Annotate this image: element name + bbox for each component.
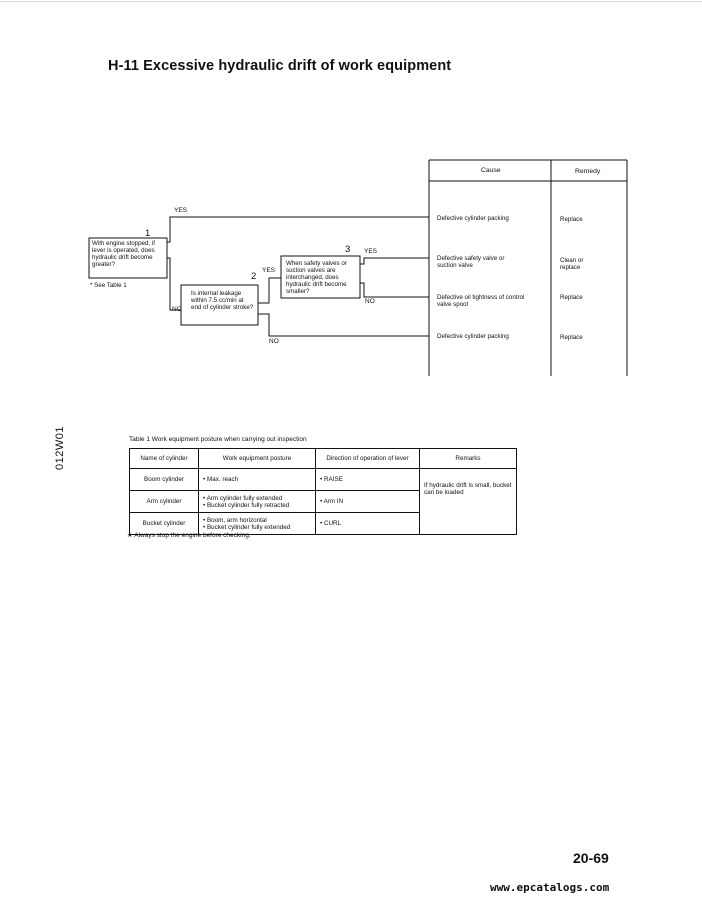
direction-cell: • CURL (315, 512, 420, 535)
direction-cell: • Arm IN (315, 490, 420, 513)
table-row: Bucket cylinder • Boom, arm horizontal •… (129, 512, 517, 535)
side-code: 012W01 (54, 426, 66, 470)
remedy-header: Remedy (575, 168, 601, 175)
table-header-row: Name of cylinder Work equipment posture … (129, 448, 517, 469)
posture-cell: • Max. reach (198, 468, 316, 491)
question-3-number: 3 (345, 244, 351, 255)
remarks-cell: If hydraulic drift is small, bucket can … (419, 468, 517, 535)
question-2-number: 2 (251, 271, 257, 282)
header-cylinder: Name of cylinder (129, 448, 199, 469)
cause-row-1: Defective cylinder packing (437, 215, 509, 222)
table-caption: Table 1 Work equipment posture when carr… (129, 436, 307, 443)
question-1-text: With engine stopped, if lever is operate… (92, 240, 155, 268)
cause-row-3: Defective oil tightness of control valve… (437, 294, 525, 308)
q2-yes-label: YES (262, 267, 276, 274)
posture-line: • Bucket cylinder fully extended (203, 523, 291, 531)
page-title: H-11 Excessive hydraulic drift of work e… (108, 58, 452, 74)
safety-note: ★ Always stop the engine before checking… (127, 532, 251, 539)
question-1-note: * See Table 1 (90, 282, 127, 289)
cause-row-2: Defective safety valve or suction valve (437, 255, 505, 269)
posture-line: • Max. reach (203, 476, 239, 483)
cylinder-name: Arm cylinder (129, 490, 199, 513)
remedy-row-3: Replace (560, 294, 583, 301)
cause-header: Cause (481, 167, 501, 174)
posture-line: • Boom, arm horizontal (203, 516, 267, 524)
header-posture: Work equipment posture (198, 448, 316, 469)
remedy-row-2: Clean or replace (560, 257, 584, 271)
posture-table: Name of cylinder Work equipment posture … (129, 448, 517, 535)
table-row: Arm cylinder • Arm cylinder fully extend… (129, 490, 517, 513)
remedy-row-1: Replace (560, 216, 583, 223)
q3-no-label: NO (365, 298, 375, 305)
question-1-number: 1 (145, 228, 151, 239)
cylinder-name: Boom cylinder (129, 468, 199, 491)
q2-no-label: NO (269, 338, 279, 345)
question-3-text: When safety valves or suction valves are… (286, 260, 347, 295)
q3-yes-label: YES (364, 248, 378, 255)
header-remarks: Remarks (419, 448, 517, 469)
direction-cell: • RAISE (315, 468, 420, 491)
footer-url[interactable]: www.epcatalogs.com (490, 881, 610, 894)
flowchart-lines (88, 159, 628, 376)
header-direction: Direction of operation of lever (315, 448, 420, 469)
remedy-row-4: Replace (560, 334, 583, 341)
page-number: 20-69 (573, 850, 609, 866)
posture-cell: • Boom, arm horizontal • Bucket cylinder… (198, 512, 316, 535)
posture-cell: • Arm cylinder fully extended • Bucket c… (198, 490, 316, 513)
q1-yes-label: YES (174, 207, 188, 214)
posture-line: • Bucket cylinder fully retracted (203, 501, 290, 509)
top-rule (0, 1, 702, 2)
table-row: Boom cylinder • Max. reach • RAISE If hy… (129, 468, 517, 535)
q1-no-label: NO (172, 306, 182, 313)
question-2-text: Is internal leakage within 7.5 cc/min at… (191, 290, 254, 311)
posture-line: • Arm cylinder fully extended (203, 494, 283, 502)
cause-row-4: Defective cylinder packing (437, 333, 509, 340)
